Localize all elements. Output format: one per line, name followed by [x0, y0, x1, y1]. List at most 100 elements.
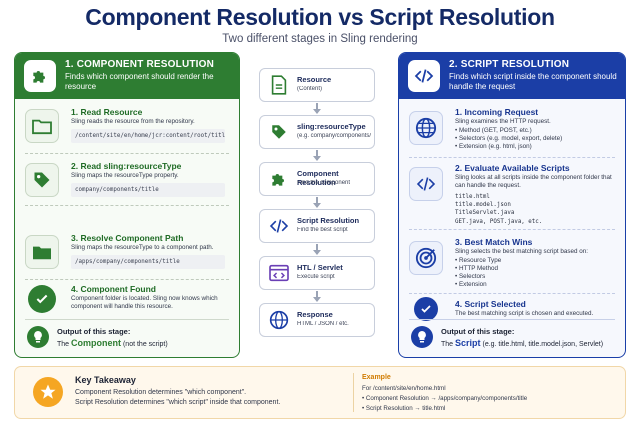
tag-icon [25, 163, 59, 197]
request-parts-list: Method (GET, POST, etc.) Selectors (e.g.… [455, 127, 562, 151]
flow-sub: Find the component [297, 180, 351, 186]
flow-title: Component Resolution [297, 169, 339, 187]
check-circle-icon [414, 297, 438, 321]
key-takeaway-band: Key Takeaway Component Resolution determ… [14, 366, 626, 419]
code-snippet: /content/site/en/home/jcr:content/root/t… [71, 129, 225, 143]
takeaway-title: Key Takeaway [75, 375, 136, 385]
flow-title: Script Resolution [297, 216, 360, 225]
list-item: Extension [455, 281, 501, 289]
output-suffix: (e.g. title.html, title.model.json, Serv… [482, 341, 604, 348]
flow-title: sling:resourceType [297, 122, 366, 131]
example-line: • Script Resolution → title.html [362, 405, 446, 412]
divider [25, 205, 229, 206]
takeaway-text: Component Resolution determines "which c… [75, 388, 345, 408]
step-text: Sling maps the resourceType to a compone… [71, 244, 214, 251]
output-prefix: The [441, 341, 454, 348]
flow-arrow [313, 291, 321, 302]
flow-title: HTL / Servlet [297, 263, 343, 272]
divider [409, 293, 615, 294]
puzzle-icon [24, 60, 56, 92]
list-item: Selectors (e.g. model, export, delete) [455, 135, 562, 143]
globe-icon [409, 111, 443, 145]
flow-htl-servlet: HTL / Servlet Execute script [259, 256, 375, 290]
step-text: The best matching script is chosen and e… [455, 310, 594, 317]
step-title: 4. Component Found [71, 284, 156, 294]
flow-arrow [313, 103, 321, 114]
takeaway-line: Script Resolution determines "which scri… [75, 399, 281, 406]
script-list: title.html title.model.json TitleServlet… [455, 193, 542, 226]
panel-description: Finds which script inside the component … [449, 72, 617, 91]
list-item: TitleServlet.java [455, 210, 515, 217]
tag-icon [268, 121, 290, 143]
step-text: Sling examines the HTTP request. [455, 118, 551, 125]
code-snippet: /apps/company/components/title [71, 255, 225, 269]
page-subtitle: Two different stages in Sling rendering [222, 33, 418, 45]
output-text: The Script (e.g. title.html, title.model… [441, 338, 603, 348]
flow-component-resolution: Component Resolution Find the component [259, 162, 375, 196]
flow-resource: Resource (Content) [259, 68, 375, 102]
step-title: 3. Resolve Component Path [71, 233, 184, 243]
code-icon [268, 215, 290, 237]
panel-description: Finds which component should render the … [65, 72, 214, 91]
check-circle-icon [28, 285, 56, 313]
page-title: Component Resolution vs Script Resolutio… [85, 4, 555, 30]
component-resolution-header: 1. COMPONENT RESOLUTION Finds which comp… [15, 53, 239, 99]
step-text: Sling maps the resourceType property. [71, 172, 179, 179]
output-suffix: (not the script) [122, 341, 168, 348]
output-key: Component [71, 338, 122, 348]
panel-title: 2. SCRIPT RESOLUTION [449, 59, 570, 70]
list-item: title.html [455, 194, 490, 200]
divider [409, 157, 615, 158]
list-item: Method (GET, POST, etc.) [455, 127, 562, 135]
divider [25, 153, 229, 154]
list-item: Selectors [455, 273, 501, 281]
target-icon [409, 241, 443, 275]
divider [353, 373, 354, 412]
flow-sub: (Content) [297, 86, 323, 92]
flow-sub: (e.g. company/components/title) [297, 133, 371, 139]
match-criteria-list: Resource Type HTTP Method Selectors Exte… [455, 257, 501, 289]
component-resolution-panel: 1. COMPONENT RESOLUTION Finds which comp… [14, 52, 240, 358]
step-title: 2. Evaluate Available Scripts [455, 163, 570, 173]
list-item: HTTP Method [455, 265, 501, 273]
list-item: title.model.json [455, 202, 511, 209]
flow-sub: Find the best script [297, 227, 348, 233]
output-key: Script [455, 338, 481, 348]
step-text: Sling reads the resource from the reposi… [71, 118, 195, 125]
step-title: 3. Best Match Wins [455, 237, 533, 247]
step-title: 1. Read Resource [71, 107, 143, 117]
step-title: 1. Incoming Request [455, 107, 539, 117]
output-text: The Component (not the script) [57, 338, 168, 348]
step-title: 4. Script Selected [455, 299, 526, 309]
output-prefix: The [57, 341, 70, 348]
globe-icon [268, 309, 290, 331]
flow-arrow [313, 244, 321, 255]
example-line: • Component Resolution → /apps/company/c… [362, 395, 528, 402]
lightbulb-icon [27, 326, 49, 348]
output-title: Output of this stage: [57, 327, 131, 336]
list-item: GET.java, POST.java, etc. [455, 218, 543, 225]
star-icon [33, 377, 63, 407]
flow-response: Response HTML / JSON / etc. [259, 303, 375, 337]
flow-title: Response [297, 310, 333, 319]
puzzle-icon [268, 168, 290, 190]
panel-title: 1. COMPONENT RESOLUTION [65, 59, 215, 70]
takeaway-line: Component Resolution determines "which c… [75, 389, 247, 396]
script-resolution-panel: 2. SCRIPT RESOLUTION Finds which script … [398, 52, 626, 358]
list-item: Extension (e.g. html, json) [455, 143, 562, 151]
flow-sling-resource-type: sling:resourceType (e.g. company/compone… [259, 115, 375, 149]
step-title: 2. Read sling:resourceType [71, 161, 182, 171]
lightbulb-icon [411, 326, 433, 348]
flow-arrow [313, 150, 321, 161]
flow-sub: HTML / JSON / etc. [297, 321, 349, 327]
code-snippet: company/components/title [71, 183, 225, 197]
document-icon [268, 74, 290, 96]
step-text: Sling looks at all scripts inside the co… [455, 174, 612, 189]
list-item: Resource Type [455, 257, 501, 265]
folder-icon [25, 109, 59, 143]
example-title: Example [362, 374, 391, 381]
code-icon [408, 60, 440, 92]
script-output: Output of this stage: The Script (e.g. t… [409, 319, 615, 351]
step-text: Component folder is located. Sling now k… [71, 295, 218, 310]
flow-script-resolution: Script Resolution Find the best script [259, 209, 375, 243]
